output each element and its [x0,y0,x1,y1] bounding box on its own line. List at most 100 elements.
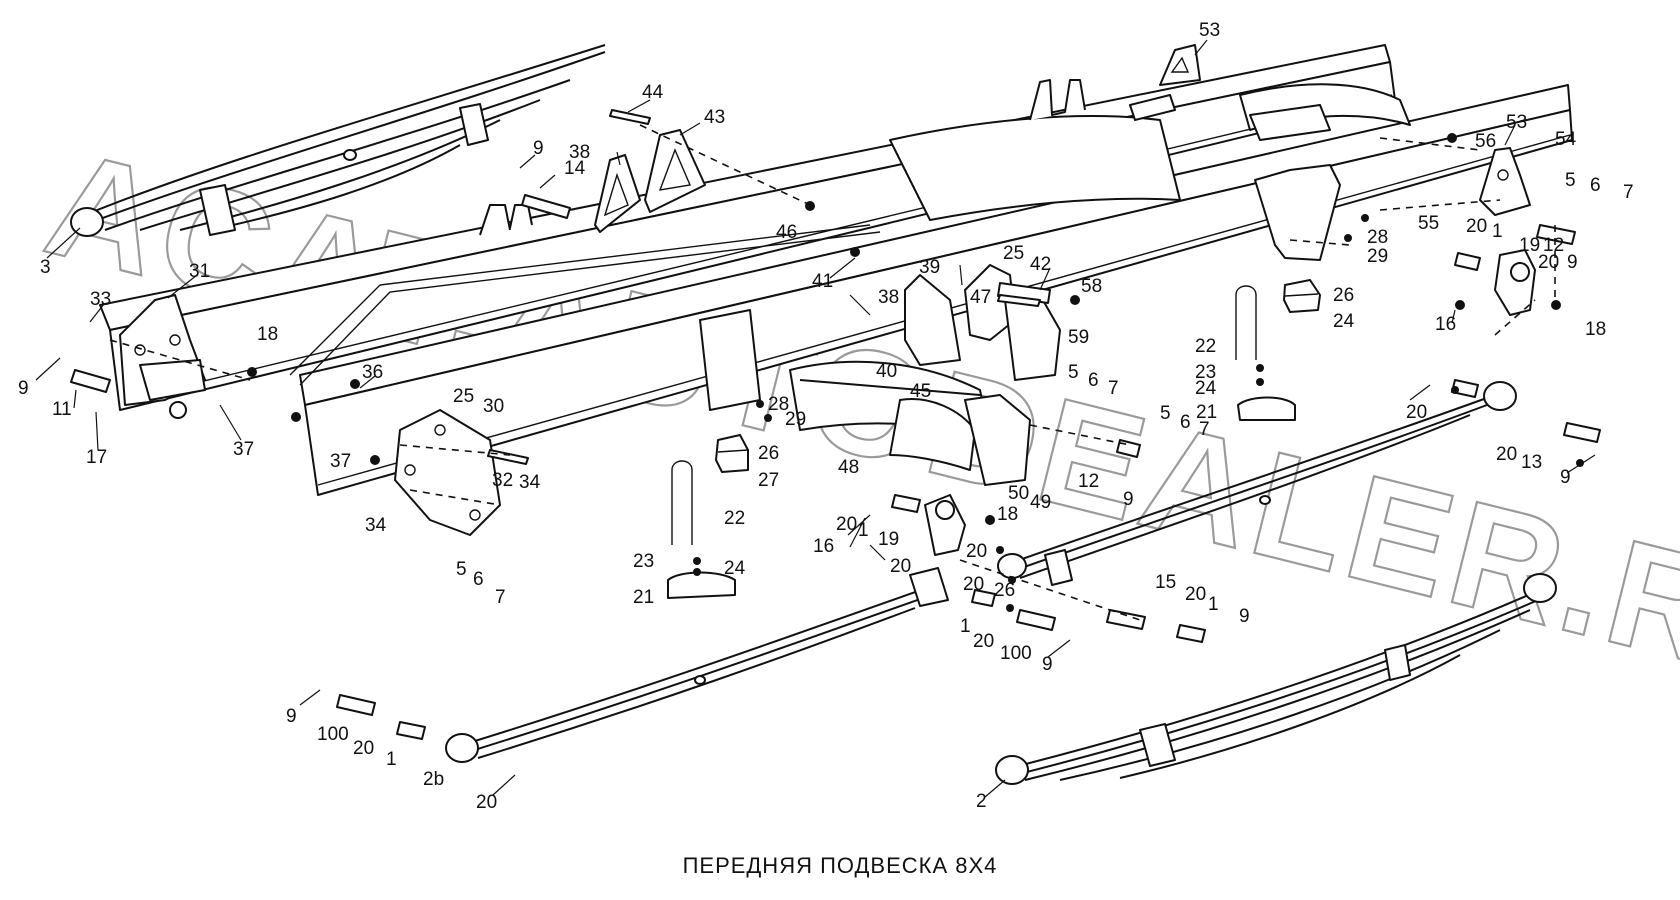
shackle-19-right [1494,249,1536,316]
callout: 20 [890,556,911,577]
callout: 20 [836,514,857,535]
callout: 30 [483,396,504,417]
callout: 16 [813,536,834,557]
callout: 7 [1108,378,1119,399]
callout: 26 [1333,285,1354,306]
callout: 38 [878,287,899,308]
callout: 29 [1367,246,1388,267]
callout: 9 [1560,467,1571,488]
callout: 20 [476,792,497,813]
plate-25 [394,409,501,536]
callout: 5 [456,559,467,580]
spring-3 [70,44,606,237]
callout: 44 [642,82,664,103]
callout: 50 [1008,483,1029,504]
callout: 53 [1506,112,1527,133]
callout: 2b [423,769,444,790]
callout: 5 [1068,362,1079,383]
callout: 19 [1519,235,1540,256]
callout: 22 [724,508,745,529]
callout: 1 [386,749,397,770]
callout: 20 [1496,444,1517,465]
callout: 17 [86,447,107,468]
callout: 6 [1590,175,1601,196]
callout: 31 [189,261,210,282]
callout: 12 [1078,471,1099,492]
bracket-mid [904,264,1061,381]
callout: 56 [1475,131,1496,152]
diagram-caption: ПЕРЕДНЯЯ ПОДВЕСКА 8X4 [682,853,998,878]
callout: 40 [876,361,897,382]
callout: 20 [353,738,374,759]
spring-2b [445,567,949,763]
callout: 20 [966,541,987,562]
shackle-19-mid [924,494,966,556]
callout: 18 [257,324,278,345]
callout: 9 [1042,654,1053,675]
callout: 25 [453,386,474,407]
callout: 36 [362,362,383,383]
callout: 20 [1406,402,1427,423]
callout: 9 [1567,252,1578,273]
callout: 19 [878,529,899,550]
callout: 37 [233,439,254,460]
callout: 45 [910,381,931,402]
callout: 24 [1195,378,1217,399]
callout: 1 [1208,594,1219,615]
callout: 22 [1195,336,1216,357]
cross-beam-48 [699,309,1031,486]
callout: 20 [1538,252,1559,273]
leader-lines-bottom [299,384,1596,798]
callout: 100 [317,724,349,745]
spring-2 [995,573,1557,785]
callout: 6 [1088,370,1099,391]
callout: 13 [1521,452,1542,473]
callout: 6 [473,569,484,590]
callout: 100 [1000,643,1032,664]
callout: 28 [768,394,789,415]
callout: 9 [286,706,297,727]
callout: 9 [1239,606,1250,627]
callout: 55 [1418,213,1439,234]
callout: 1 [1492,221,1503,242]
assembly-lines [109,124,1556,621]
leader-lines [35,39,1516,548]
callout: 7 [495,587,506,608]
bracket-53-right [1479,147,1531,216]
small-parts [70,109,1601,740]
callout: 49 [1030,492,1051,513]
callout: 12 [1543,235,1564,256]
callout: 39 [919,257,940,278]
callout: 21 [633,587,654,608]
callout: 53 [1199,20,1220,41]
callout: 6 [1180,412,1191,433]
callout: 1 [858,520,869,541]
callout: 48 [838,457,859,478]
callout: 20 [1466,216,1487,237]
callout: 5 [1160,403,1171,424]
callout: 46 [776,222,797,243]
callout: 25 [1003,243,1024,264]
callout: 24 [1333,311,1355,332]
callout: 9 [1123,489,1134,510]
callout: 18 [1585,319,1606,340]
callout: 34 [365,515,387,536]
callout: 14 [564,158,586,179]
callout: 33 [90,289,111,310]
callout: 37 [330,451,351,472]
callout: 20 [963,574,984,595]
bumper-26-right [1283,279,1321,313]
callout: 15 [1155,572,1176,593]
callout: 9 [533,138,544,159]
bracket-43 [594,129,706,233]
callout: 41 [812,271,833,292]
callout: 54 [1555,129,1577,150]
callout: 34 [519,472,541,493]
saddle-21-left [667,571,736,599]
u-bolt-22-left [671,460,693,545]
saddle-21-right [1237,396,1296,421]
callout: 43 [704,107,725,128]
callout: 42 [1030,254,1051,275]
callout: 1 [960,616,971,637]
